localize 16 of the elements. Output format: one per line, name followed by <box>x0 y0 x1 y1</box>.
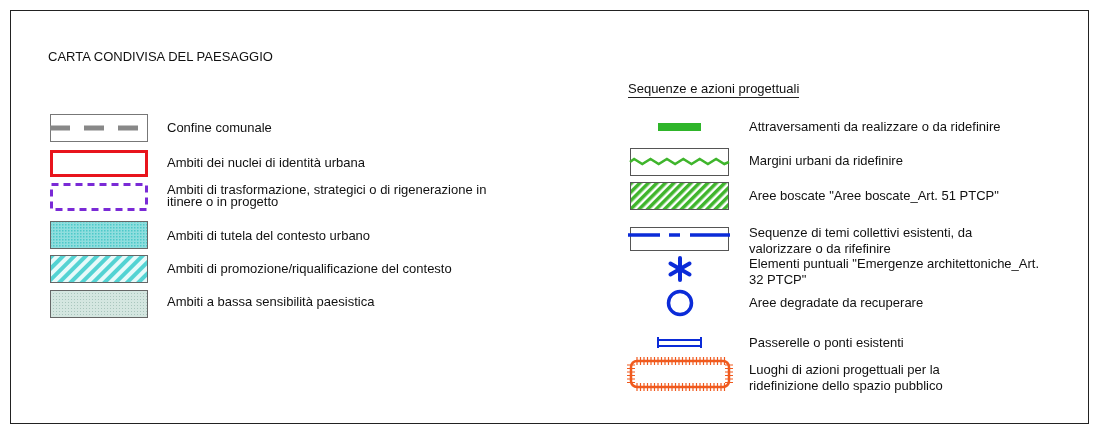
legend-label: Aree degradate da recuperare <box>749 296 924 310</box>
legend-label: Luoghi di azioni progettuali per la ridefinizione dello spazio pubblico <box>749 362 944 394</box>
legend-label: Passerelle o ponti esistenti <box>749 336 904 350</box>
legend-label: Sequenze di temi collettivi esistenti, da valorizzare o da rifefinire <box>749 225 974 257</box>
legend-label: Aree boscate "Aree boscate_Art. 51 PTCP" <box>749 189 999 203</box>
legend-label: Ambiti dei nuclei di identità urbana <box>167 156 365 170</box>
legend-label: Elementi puntuali "Emergenze architettoniche_Art. 32 PTCP" <box>749 256 1041 288</box>
legend-label: Ambiti a bassa sensibilità paesistica <box>167 295 375 309</box>
legend-label: Attraversamenti da realizzare o da ridefinire <box>749 120 1001 134</box>
legend-label: Confine comunale <box>167 121 272 135</box>
legend-label: Ambiti di trasformazione, strategici o di rigenerazione in itinere o in progetto <box>167 184 488 208</box>
section-heading: Sequenze e azioni progettuali <box>628 82 800 98</box>
legend-label: Ambiti di tutela del contesto urbano <box>167 229 371 243</box>
legend-label: Margini urbani da ridefinire <box>749 154 903 168</box>
map-legend-title: CARTA CONDIVISA DEL PAESAGGIO <box>48 50 273 64</box>
legend-label: Ambiti di promozione/riqualificazione del contesto <box>167 262 452 276</box>
